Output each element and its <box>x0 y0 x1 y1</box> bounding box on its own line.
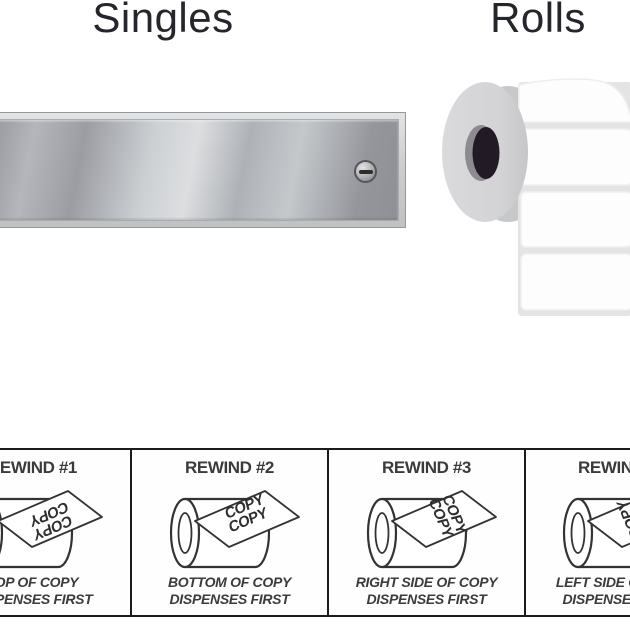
label-flap <box>193 490 300 548</box>
rewind-roll-icon: COPY COPY <box>366 490 497 569</box>
rewind-option: REWIND #1 COPY COPY TOP OF COPY DISPENSE… <box>0 448 130 617</box>
label-flap <box>390 490 497 548</box>
plate-slot <box>358 169 373 174</box>
roll-core-outline <box>177 512 192 554</box>
rewind-option-caption: LEFT SIDE OF COPY DISPENSES FIRST <box>555 574 630 607</box>
rewind-option: REWIND #2 COPY COPY BOTTOM OF COPY DISPE… <box>130 448 327 617</box>
plate-slotted-hole-icon <box>354 160 377 183</box>
rewind-option-caption: BOTTOM OF COPY DISPENSES FIRST <box>167 574 292 607</box>
label-top <box>518 78 630 123</box>
rewind-roll-icon: COPY COPY <box>0 490 103 569</box>
rewind-option-title: REWIND #4 <box>578 458 630 477</box>
label-4 <box>520 253 630 311</box>
rewind-roll-icon: COPY COPY <box>169 490 300 569</box>
rewind-option: REWIND #3 COPY COPY RIGHT SIDE OF COPY D… <box>327 448 524 617</box>
roll-end-outline <box>0 513 3 553</box>
label-flap <box>0 490 103 548</box>
rewind-option-title: REWIND #3 <box>382 458 471 477</box>
roll-core-outline <box>570 512 585 554</box>
label-flap <box>586 501 630 548</box>
rewind-option-caption: RIGHT SIDE OF COPY DISPENSES FIRST <box>355 574 498 607</box>
rewind-roll-icon: COPY COPY <box>562 495 630 569</box>
plate-brushed-surface <box>0 119 399 221</box>
rewind-option: REWIND #4 COPY COPY LEFT SIDE OF COPY DI… <box>524 448 630 617</box>
singles-heading: Singles <box>92 0 234 41</box>
rewind-options-table: REWIND #1 COPY COPY TOP OF COPY DISPENSE… <box>0 448 630 617</box>
rolls-heading: Rolls <box>490 0 586 41</box>
label-2 <box>518 128 630 186</box>
roll-core-outline <box>374 512 389 554</box>
rewind-option-title: REWIND #2 <box>185 458 274 477</box>
rewind-option-caption: TOP OF COPY DISPENSES FIRST <box>0 574 93 607</box>
label-roll-image <box>442 78 630 316</box>
label-3 <box>520 191 630 248</box>
roll-core-hole <box>472 127 500 179</box>
single-tag-image <box>0 112 406 228</box>
rewind-option-title: REWIND #1 <box>0 458 77 477</box>
